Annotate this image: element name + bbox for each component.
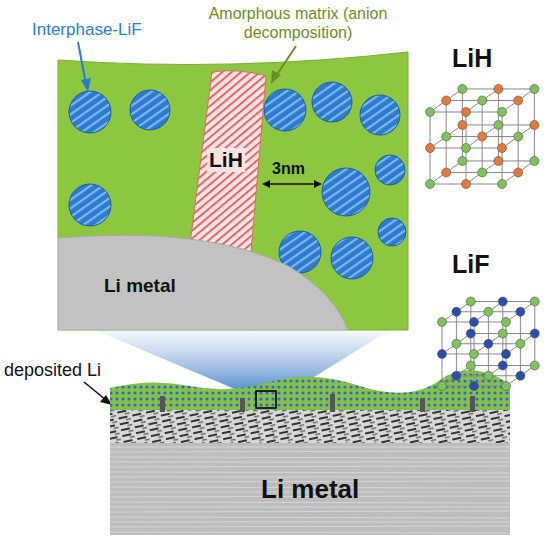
li-metal-zoom-shape — [58, 226, 348, 330]
callout-label: Amorphous matrix (anion decomposition) — [208, 4, 388, 42]
lih-grain: LiH — [186, 70, 270, 266]
sei-layer — [110, 370, 510, 412]
node-label: Li metal — [261, 474, 359, 505]
callout-label: deposited Li — [4, 360, 101, 381]
crystal-lattices — [426, 84, 540, 390]
dendrites — [160, 394, 475, 412]
deposited-li-layer — [110, 410, 510, 444]
callout-label: Interphase-LiF — [32, 20, 142, 40]
node-label: LiH — [207, 148, 245, 172]
crystal-label: LiH — [452, 44, 492, 73]
zoom-box — [256, 391, 276, 408]
node-label: Li metal — [104, 275, 176, 297]
dimension-arrow — [262, 180, 322, 188]
li-metal-zoom: Li metal — [58, 226, 348, 330]
crystal-label: LiF — [452, 250, 490, 279]
leader-arrows — [78, 42, 296, 405]
amorphous-matrix — [58, 52, 408, 330]
dimension-label: 3nm — [272, 160, 305, 178]
li-metal-bulk: Li metal — [110, 443, 510, 535]
